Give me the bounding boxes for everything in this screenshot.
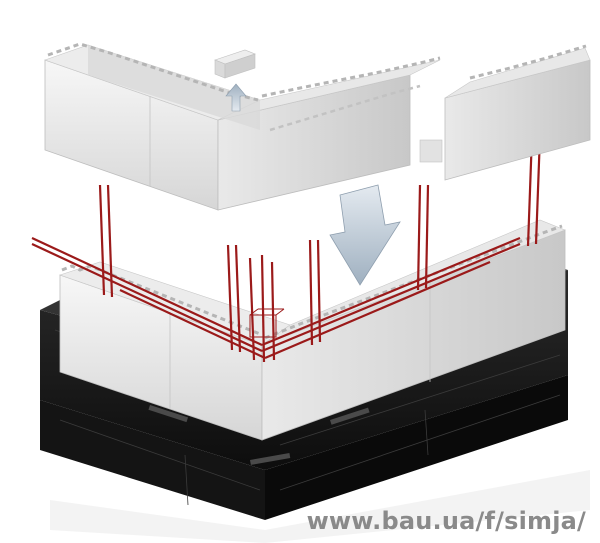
rebar-corner-cage xyxy=(249,308,285,338)
floor-reflection xyxy=(50,470,590,543)
small-foam-block xyxy=(214,49,256,79)
down-arrow-icon xyxy=(329,184,401,286)
upper-icf-course xyxy=(44,42,591,211)
watermark-url: www.bau.ua/f/simja/ xyxy=(306,507,586,535)
up-arrow-icon xyxy=(225,83,247,112)
